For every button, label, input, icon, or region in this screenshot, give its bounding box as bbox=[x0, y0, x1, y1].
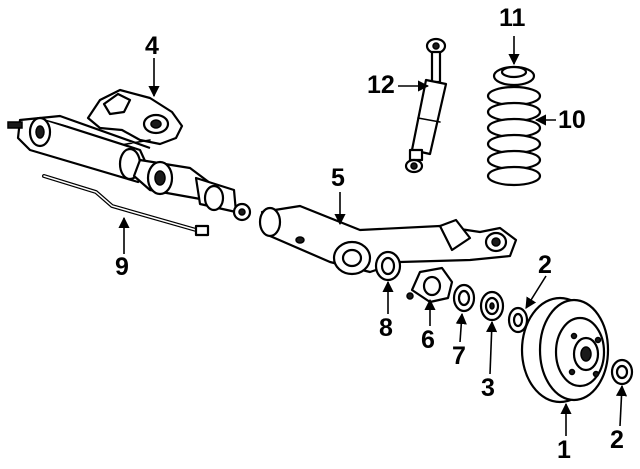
spring-seat bbox=[492, 65, 536, 87]
callout-5: 5 bbox=[331, 164, 345, 192]
leader-lines bbox=[118, 36, 628, 436]
brake-bracket bbox=[406, 266, 454, 304]
callout-10: 10 bbox=[558, 106, 586, 134]
callout-8: 8 bbox=[379, 314, 393, 342]
callout-12: 12 bbox=[367, 71, 395, 99]
callout-1: 1 bbox=[557, 436, 571, 464]
callout-6: 6 bbox=[421, 326, 435, 354]
brake-drum bbox=[520, 296, 610, 404]
right-trailing-arm bbox=[258, 204, 518, 276]
callout-4: 4 bbox=[145, 32, 159, 60]
bushing bbox=[374, 250, 402, 282]
axle-center-coupling bbox=[132, 158, 252, 222]
outer-bearing-upper bbox=[507, 306, 529, 334]
callout-2-lower: 2 bbox=[610, 426, 624, 454]
callout-9: 9 bbox=[115, 253, 129, 281]
shock-absorber bbox=[404, 37, 448, 174]
coil-spring bbox=[486, 85, 542, 187]
inner-bearing bbox=[479, 290, 505, 322]
axle-beam-left bbox=[7, 114, 152, 184]
callout-11: 11 bbox=[499, 4, 526, 32]
seal bbox=[452, 283, 476, 313]
stabilizer-bar bbox=[42, 174, 210, 237]
callout-7: 7 bbox=[452, 342, 466, 370]
callout-3: 3 bbox=[481, 374, 495, 402]
callout-2-upper: 2 bbox=[538, 251, 552, 279]
outer-bearing-lower bbox=[610, 358, 634, 386]
